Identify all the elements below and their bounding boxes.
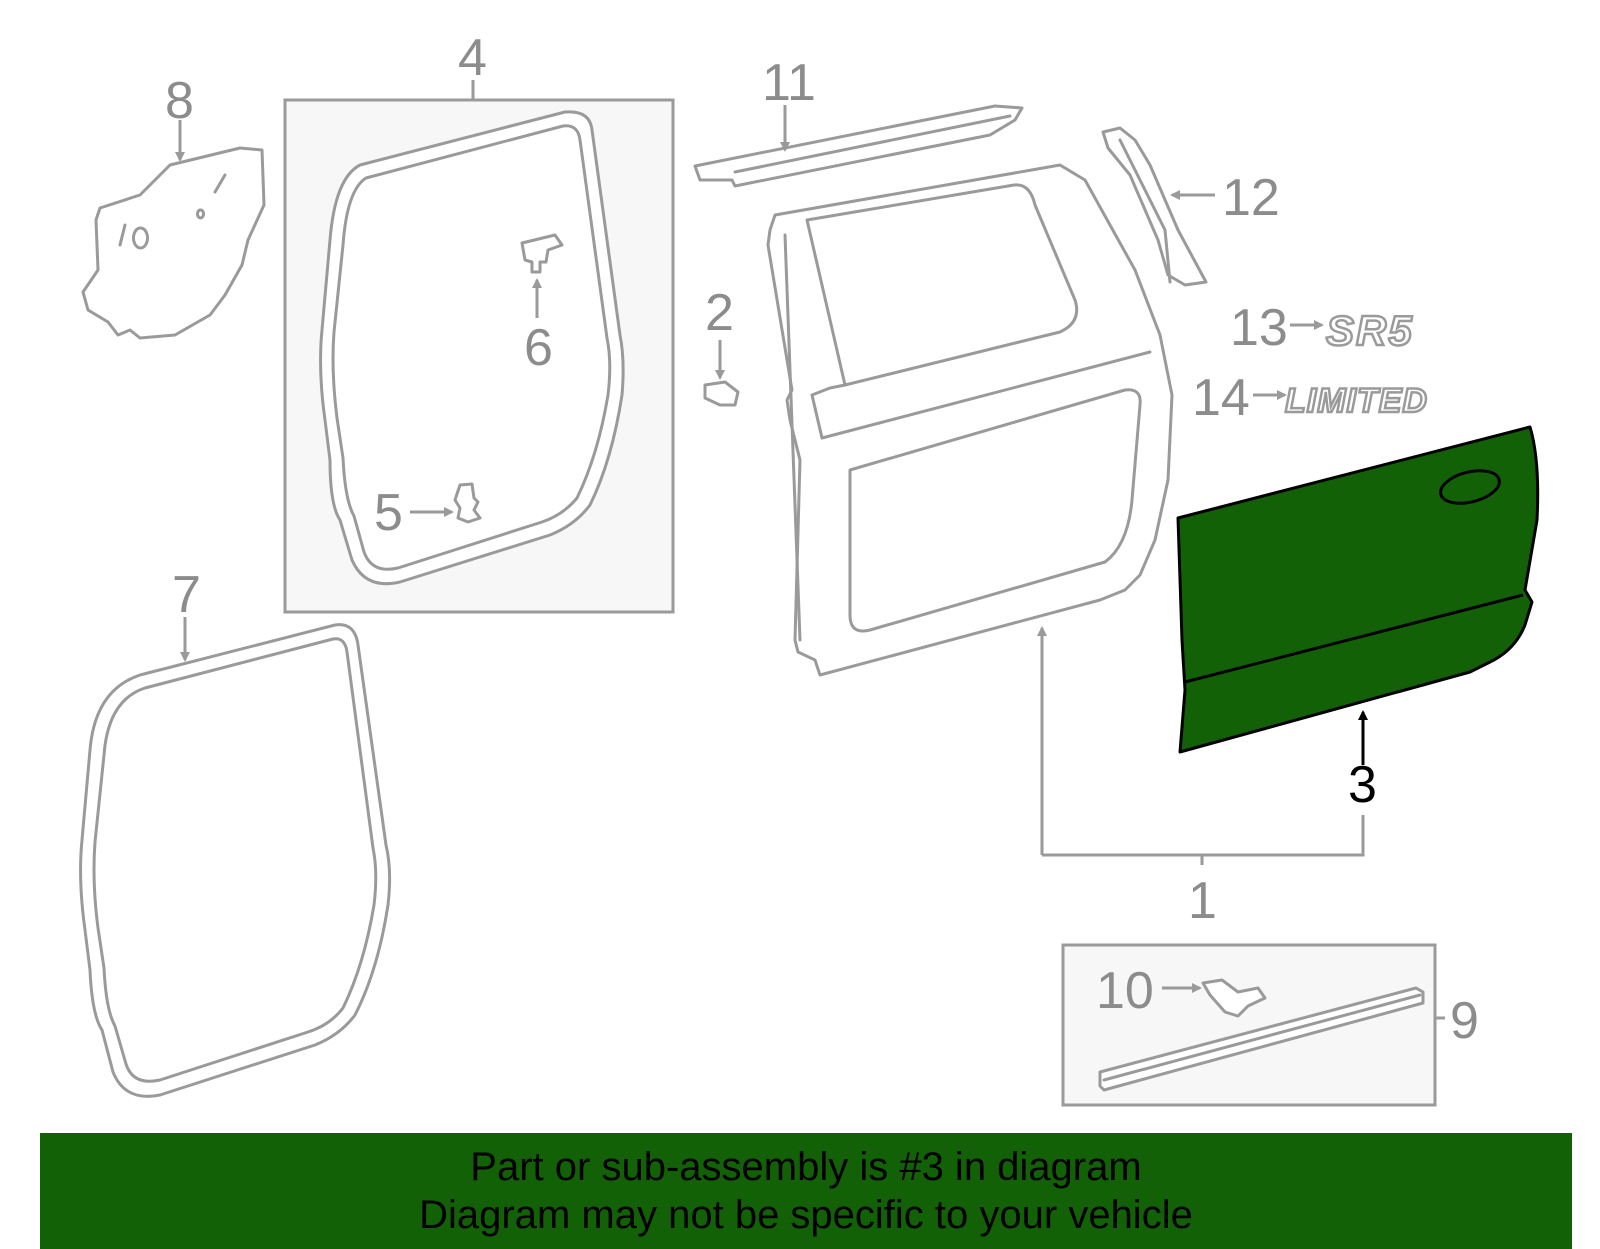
part-9-moulding-box[interactable]	[1061, 943, 1437, 1107]
callout-4[interactable]: 4	[458, 29, 487, 87]
banner-line-1: Part or sub-assembly is #3 in diagram	[470, 1145, 1142, 1189]
callout-6[interactable]: 6	[524, 319, 553, 377]
callout-3[interactable]: 3	[1348, 756, 1377, 814]
part-10-clip[interactable]	[1201, 978, 1267, 1018]
callout-9[interactable]: 9	[1450, 992, 1479, 1050]
callout-10[interactable]: 10	[1096, 962, 1154, 1020]
info-banner: Part or sub-assembly is #3 in diagram Di…	[40, 1133, 1572, 1249]
part-8-service-hole-cover[interactable]	[81, 146, 266, 340]
part-6-clip[interactable]	[520, 233, 564, 274]
callout-5[interactable]: 5	[374, 484, 403, 542]
banner-line-2: Diagram may not be specific to your vehi…	[419, 1193, 1193, 1237]
part-14-limited-emblem[interactable]: LIMITED	[1284, 381, 1428, 422]
callout-8[interactable]: 8	[165, 72, 194, 130]
part-5-clip[interactable]	[453, 482, 482, 524]
part-12-pillar-garnish[interactable]	[1101, 126, 1208, 287]
part-13-sr5-emblem[interactable]: SR5	[1325, 306, 1414, 356]
callout-2[interactable]: 2	[705, 284, 734, 342]
callout-12[interactable]: 12	[1222, 169, 1280, 227]
callout-1[interactable]: 1	[1188, 872, 1217, 930]
callout-14[interactable]: 14	[1192, 369, 1250, 427]
part-1-door-shell[interactable]	[766, 163, 1174, 677]
callout-11[interactable]: 11	[762, 54, 816, 112]
part-2-plug[interactable]	[703, 380, 740, 407]
callout-7[interactable]: 7	[172, 566, 201, 624]
part-3-outer-panel-highlighted[interactable]	[1176, 425, 1540, 754]
callout-13[interactable]: 13	[1230, 299, 1288, 357]
part-4-weatherstrip-box[interactable]	[283, 98, 675, 614]
part-11-belt-moulding[interactable]	[693, 104, 1024, 188]
part-7-weatherstrip[interactable]	[79, 623, 392, 1098]
